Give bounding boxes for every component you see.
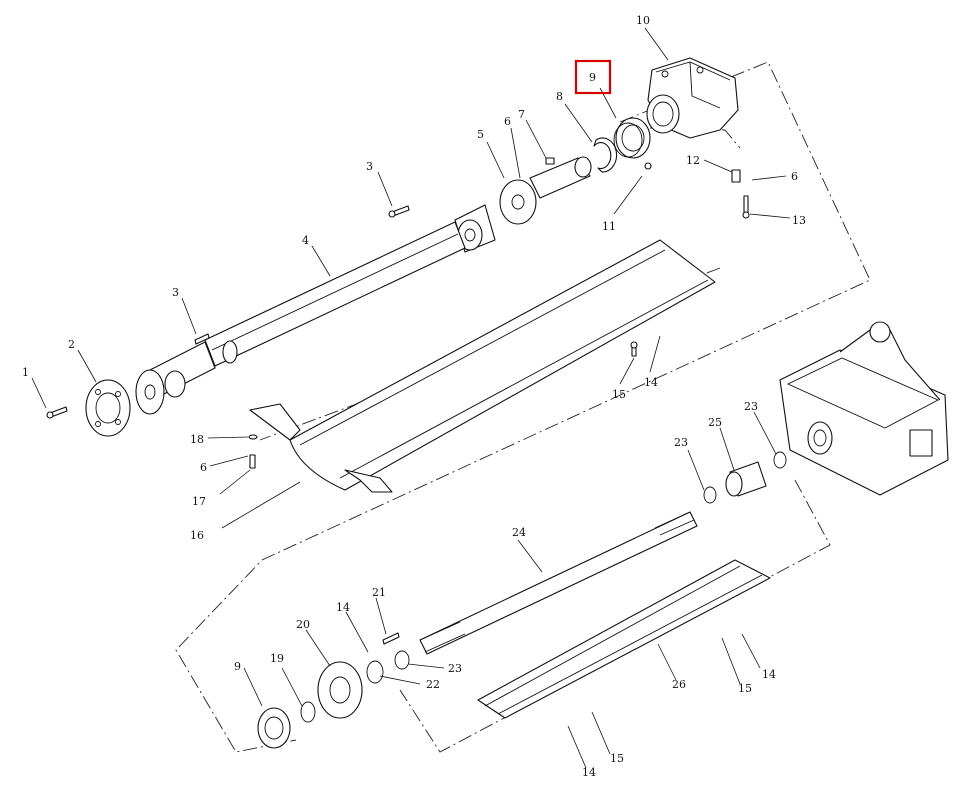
washer-18 — [248, 434, 258, 440]
support-bracket — [646, 57, 739, 139]
ring-22 — [366, 660, 384, 684]
callout-14-bottom: 14 — [582, 766, 596, 779]
snap-ring-upper — [593, 137, 618, 173]
bearing-upper — [613, 117, 651, 159]
callout-26: 26 — [672, 678, 686, 691]
fastener-13 — [742, 195, 750, 219]
callout-8: 8 — [556, 90, 563, 103]
ring-23-right — [773, 451, 787, 469]
callout-19: 19 — [270, 652, 284, 665]
flange-shaft — [499, 156, 592, 225]
universal-joint-lower — [135, 340, 238, 415]
fastener-15-upper — [630, 341, 638, 357]
callout-2: 2 — [68, 338, 75, 351]
callout-16: 16 — [190, 529, 204, 542]
bolt-1 — [46, 406, 68, 419]
callout-23-lower: 23 — [448, 662, 462, 675]
callout-24: 24 — [512, 526, 526, 539]
callout-9-lower: 9 — [234, 660, 241, 673]
callout-14-left: 14 — [336, 601, 350, 614]
callout-18: 18 — [190, 433, 204, 446]
callout-15-bottom: 15 — [610, 752, 624, 765]
callout-6-upper: 6 — [504, 115, 511, 128]
callout-15-right: 15 — [738, 682, 752, 695]
fastener-12 — [731, 169, 741, 183]
bearing-lower — [257, 707, 291, 749]
assembly-line-right — [399, 479, 831, 753]
ring-23-left — [703, 486, 717, 504]
drive-shaft-tube — [204, 221, 466, 367]
callout-14-right: 14 — [762, 668, 776, 681]
callout-7: 7 — [518, 108, 525, 121]
assembly-line-upper — [175, 61, 871, 753]
callout-5: 5 — [477, 128, 484, 141]
callout-1: 1 — [22, 366, 29, 379]
callout-6-right: 6 — [791, 170, 798, 183]
callout-labels: 10 9 8 7 6 5 3 4 3 2 1 12 6 11 13 15 14 … — [22, 14, 806, 779]
callout-23-mid: 23 — [674, 436, 688, 449]
coupling-flange — [85, 379, 131, 437]
callout-11: 11 — [602, 220, 616, 233]
ring-23-lower — [394, 650, 410, 670]
callout-20: 20 — [296, 618, 310, 631]
splined-shaft — [419, 511, 698, 655]
callout-22: 22 — [426, 678, 440, 691]
callout-14-upper: 14 — [644, 376, 658, 389]
universal-joint-upper — [454, 204, 496, 253]
callout-10: 10 — [636, 14, 650, 27]
callout-17: 17 — [192, 495, 206, 508]
callout-6-left: 6 — [200, 461, 207, 474]
leader-lines — [31, 27, 791, 769]
callout-4: 4 — [302, 234, 309, 247]
flange-housing-20 — [317, 661, 363, 719]
ring-19 — [300, 701, 316, 723]
callout-9-upper: 9 — [589, 71, 596, 84]
nut-11 — [644, 162, 652, 170]
lower-guard — [477, 559, 771, 719]
bolt-3-lower — [194, 333, 210, 345]
bolt-3-upper — [388, 205, 410, 218]
highlight-box — [574, 59, 612, 95]
callout-3-upper: 3 — [366, 160, 373, 173]
shaft-shield — [249, 239, 716, 493]
callout-15-upper: 15 — [612, 388, 626, 401]
callout-23-right: 23 — [744, 400, 758, 413]
callout-3-lower: 3 — [172, 286, 179, 299]
callout-13: 13 — [792, 214, 806, 227]
callout-21: 21 — [372, 586, 386, 599]
fastener-17 — [249, 454, 256, 469]
bolt-21 — [382, 632, 400, 645]
gearbox-housing — [779, 321, 949, 496]
callout-12: 12 — [686, 154, 700, 167]
callout-25: 25 — [708, 416, 722, 429]
sleeve-25 — [725, 461, 767, 497]
